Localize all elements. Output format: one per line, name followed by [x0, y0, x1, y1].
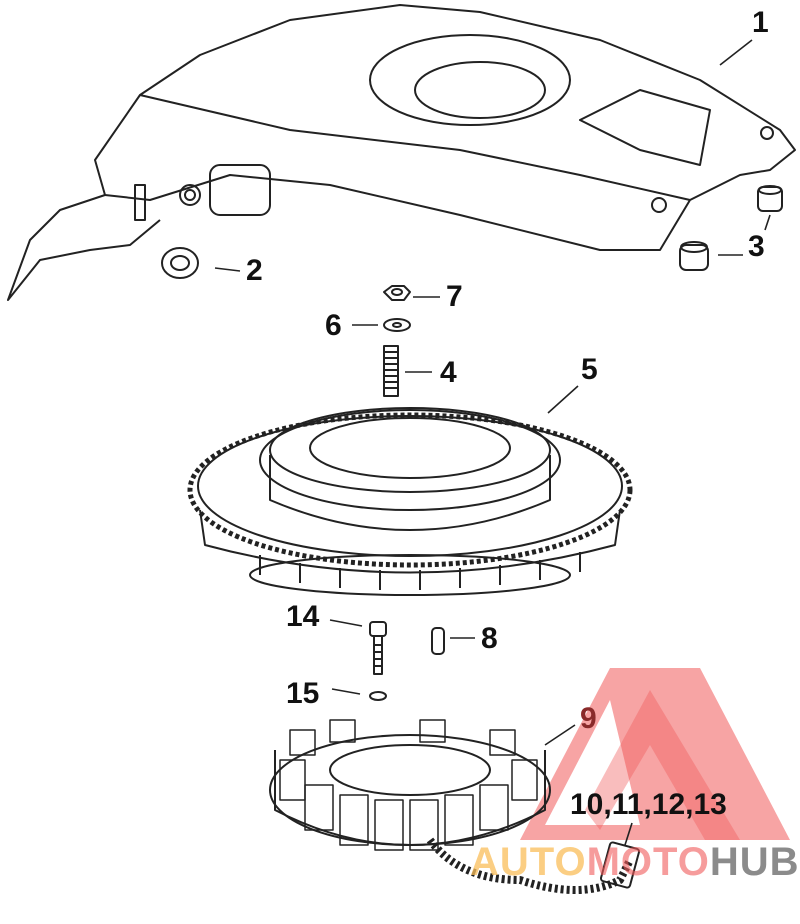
- screw-part-14: [369, 621, 387, 675]
- callout-3: 3: [748, 230, 765, 263]
- leader-lines: [214, 39, 771, 846]
- grommet-part-2: [161, 247, 199, 279]
- stator-part-9: [269, 719, 551, 851]
- callout-5: 5: [581, 353, 598, 386]
- grommets-part-3: [679, 185, 783, 271]
- callout-15: 15: [286, 677, 320, 710]
- flywheel-part-5: [187, 407, 633, 596]
- callout-7: 7: [446, 280, 463, 313]
- washer-part-6: [383, 318, 411, 332]
- watermark-auto: AUTO: [470, 840, 587, 884]
- callout-8: 8: [481, 622, 498, 655]
- callout-6: 6: [325, 309, 342, 342]
- callout-4: 4: [440, 356, 457, 389]
- callout-1: 1: [752, 6, 769, 39]
- stud-part-4: [383, 345, 399, 397]
- wiring-harness-parts-10-13: [426, 837, 640, 894]
- callout-14: 14: [286, 600, 320, 633]
- callout-9: 9: [580, 702, 597, 735]
- watermark-hub: HUB: [709, 840, 800, 884]
- watermark-logo: [520, 668, 790, 840]
- callout-10-13: 10,11,12,13: [570, 788, 727, 821]
- watermark-moto: MOTO: [586, 840, 710, 884]
- washer-part-15: [369, 691, 387, 701]
- dowel-pin-part-8: [431, 627, 445, 655]
- engine-cover-part-1: [7, 4, 796, 301]
- nut-part-7: [383, 285, 411, 301]
- watermark-text: AUTOMOTOHUB: [470, 842, 800, 882]
- callout-2: 2: [246, 254, 263, 287]
